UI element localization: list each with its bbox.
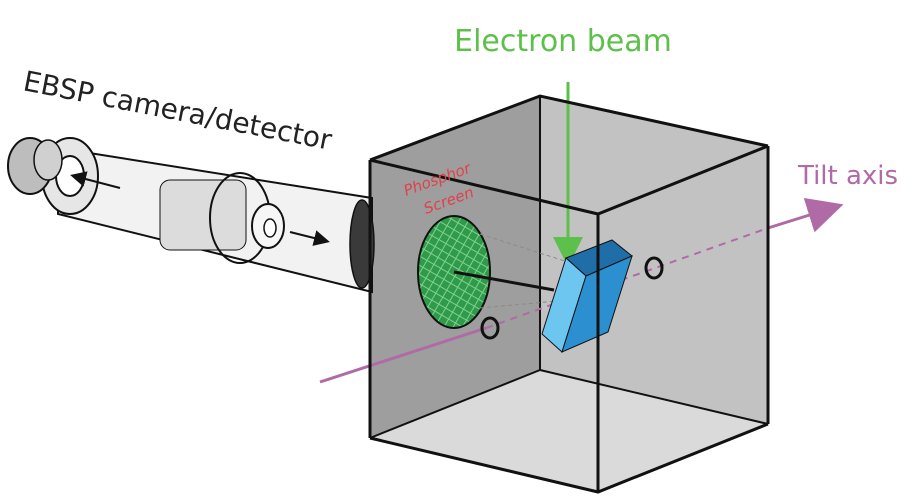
phosphor-screen bbox=[417, 215, 569, 329]
screen-projection-dashed bbox=[479, 233, 569, 263]
detector-inner-cylinder bbox=[159, 179, 247, 251]
optical-axis-arrow-left bbox=[70, 171, 121, 189]
tilt-axis-entry bbox=[319, 326, 487, 384]
tilt-axis-dashed bbox=[485, 227, 769, 329]
tilt-axis bbox=[319, 197, 844, 384]
tilt-axis-exit-arrow bbox=[767, 197, 844, 233]
camera-back-knob-small bbox=[33, 139, 63, 181]
detector-lens-core bbox=[263, 218, 277, 238]
chamber-back-edge bbox=[369, 369, 541, 439]
ebsp-camera-detector bbox=[7, 137, 375, 294]
screen-to-sample-line bbox=[453, 270, 555, 292]
chamber-front-edges bbox=[368, 94, 770, 494]
tilt-axis-label: Tilt axis bbox=[797, 161, 898, 191]
tilt-axis-hole-back bbox=[644, 256, 664, 280]
tilt-axis-hole-front bbox=[480, 316, 500, 340]
chamber-back-edge bbox=[539, 369, 769, 425]
detector-front-flange bbox=[349, 199, 375, 289]
optical-axis-arrow-right bbox=[289, 230, 330, 246]
electron-beam-label: Electron beam bbox=[454, 24, 672, 59]
